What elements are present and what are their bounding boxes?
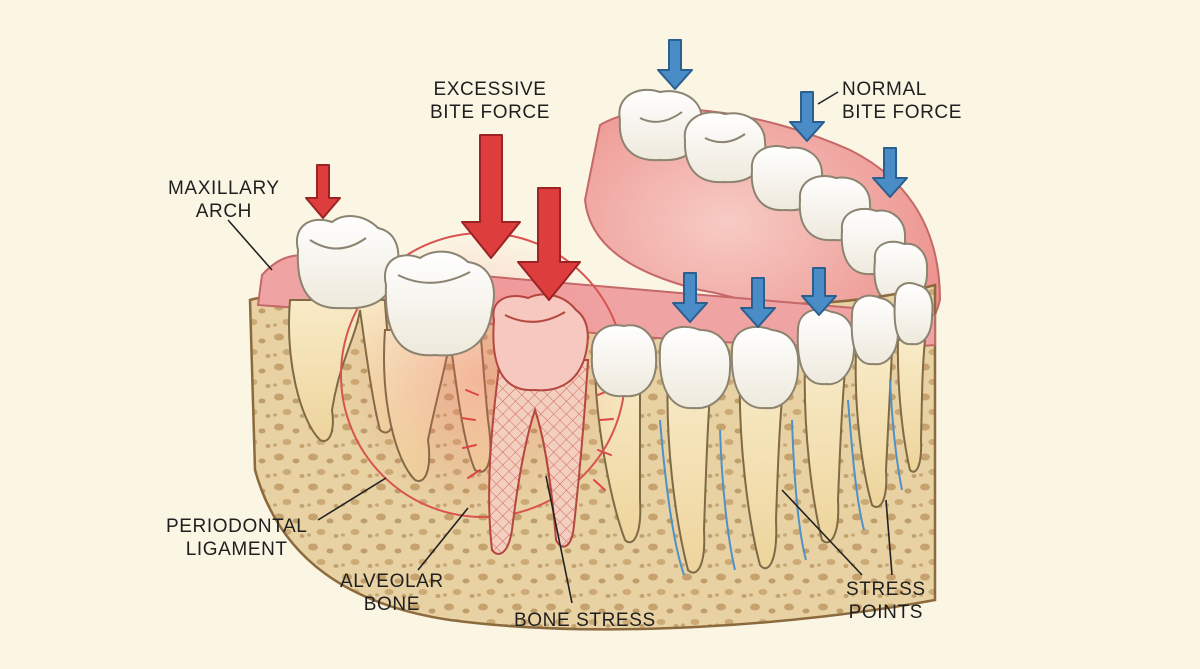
stress-point-lines [659,379,903,576]
leader-maxillary-arch [227,219,273,271]
arrow-down-red-icon [305,164,341,219]
leader-stress-points-1 [781,489,863,576]
leader-bone-stress [545,475,573,604]
arrow-down-blue-icon [872,147,908,198]
leader-alveolar-bone [417,507,469,571]
arrow-down-red-icon [517,187,581,301]
leader-periodontal-ligament [317,477,387,521]
lower-crowns [295,215,934,410]
arrow-down-red-icon [461,134,521,259]
periodontal-ligament-label: PERIODONTAL LIGAMENT [166,516,308,560]
arrow-down-blue-icon [657,39,693,90]
arrow-down-blue-icon [789,91,825,142]
excessive-bite-force-label: EXCESSIVE BITE FORCE [430,79,551,123]
leader-lines [227,91,893,604]
upper-arch-teeth [618,88,929,304]
arrow-down-blue-icon [801,267,837,316]
stress-points-label: STRESS POINTS [846,579,926,623]
leader-stress-points-2 [885,499,893,576]
bone-stress-label: BONE STRESS [514,610,656,631]
arrow-down-blue-icon [740,277,776,328]
alveolar-bone-label: ALVEOLAR BONE [340,571,444,615]
maxillary-arch-label: MAXILLARY ARCH [168,178,280,222]
arrow-down-blue-icon [672,272,708,323]
normal-bite-force-label: NORMAL BITE FORCE [842,79,963,123]
stressed-tooth-root [488,359,590,555]
leader-normal-bite-force [817,91,839,105]
